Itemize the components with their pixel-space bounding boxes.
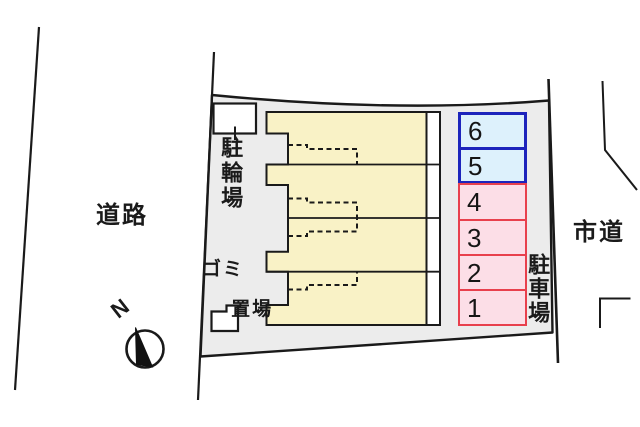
plot-left-boundary [196,51,216,401]
parking-space-number: 1 [467,292,482,323]
parking-space-5: 5 [458,147,527,184]
parking-space-6: 6 [458,112,527,150]
bicycle-parking-label: 駐輪場 [218,136,244,211]
left-road-line [13,26,41,391]
parking-space-number: 5 [468,150,483,181]
parking-space-number: 6 [468,116,483,146]
road-left-label: 道路 [96,202,148,229]
entrance-dashed-paths [288,144,358,291]
parking-space-4: 4 [458,183,527,221]
parking-space-3: 3 [458,219,527,256]
right-road-line [601,80,638,191]
parking-space-number: 3 [467,222,482,253]
garbage-area-label-line2: 置場 [231,299,274,320]
right-road-corner-line [599,297,631,328]
plot-right-boundary [547,78,560,364]
parking-space-2: 2 [458,254,527,291]
parking-space-number: 4 [467,187,482,217]
parking-lot-label: 駐車場 [525,253,551,325]
compass-north-icon [125,327,165,369]
garbage-box [210,304,240,333]
parking-space-number: 2 [467,257,482,288]
road-right-label: 市道 [573,219,625,246]
garbage-area-label: ゴミ 置場 [202,260,273,320]
parking-space-1: 1 [458,289,527,326]
garbage-area-label-line1: ゴミ [202,259,245,280]
